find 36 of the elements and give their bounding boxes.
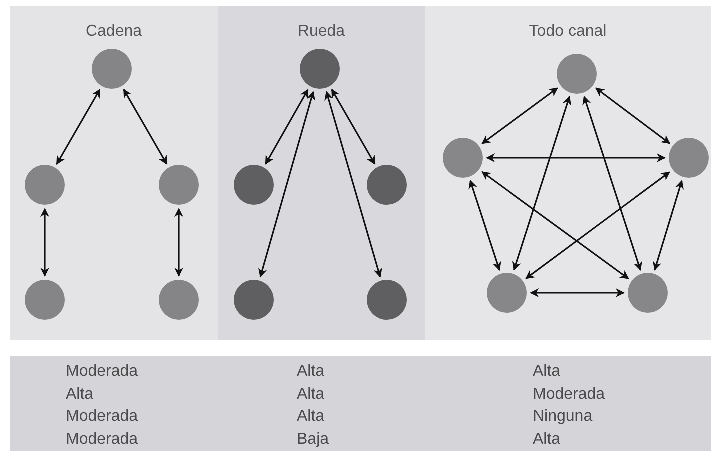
double-arrow	[331, 89, 376, 165]
table-cell-text: Alta	[533, 430, 561, 450]
double-arrow	[174, 208, 184, 277]
double-arrow	[653, 180, 684, 271]
table-cell-text: Moderada	[533, 384, 606, 404]
table-cell-text: Moderada	[66, 430, 138, 450]
double-arrow	[512, 96, 572, 271]
panel-title: Cadena	[86, 22, 142, 42]
double-arrow	[265, 89, 309, 165]
double-arrow	[40, 208, 50, 277]
double-arrow	[324, 91, 382, 278]
network-panel	[10, 6, 218, 340]
network-panel	[218, 6, 425, 340]
table-cell-text: Moderada	[66, 407, 138, 427]
double-arrow	[123, 89, 168, 165]
table-cell-text: Alta	[297, 362, 325, 382]
table-cell-text: Ninguna	[533, 407, 593, 427]
table-cell-text: Alta	[297, 407, 325, 427]
double-arrow	[56, 89, 101, 165]
table-cell-text: Alta	[66, 384, 94, 404]
double-arrow	[526, 172, 670, 280]
double-arrow	[530, 288, 625, 298]
double-arrow	[482, 172, 630, 280]
table-cell-text: Moderada	[66, 362, 138, 382]
double-arrow	[595, 88, 671, 144]
table-cell-text: Baja	[297, 430, 330, 450]
double-arrow	[582, 96, 642, 272]
panel-title: Todo canal	[529, 22, 607, 42]
double-arrow	[258, 91, 316, 278]
double-arrow	[482, 88, 558, 144]
table-cell-text: Alta	[297, 384, 325, 404]
panel-title: Rueda	[298, 22, 346, 42]
double-arrow	[486, 154, 666, 162]
network-panel	[425, 6, 711, 340]
table-cell-text: Alta	[533, 362, 561, 382]
double-arrow	[468, 180, 502, 272]
